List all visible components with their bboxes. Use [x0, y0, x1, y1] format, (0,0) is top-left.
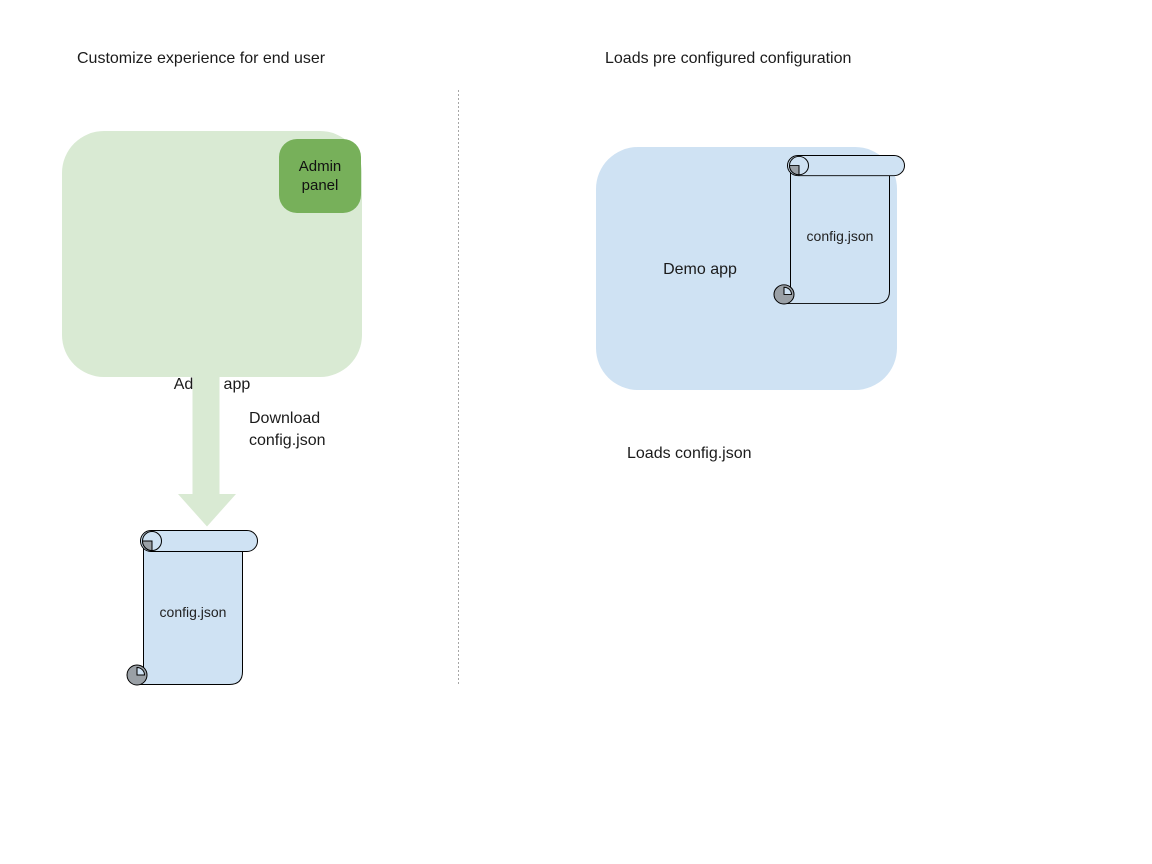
config-scroll-right	[773, 155, 905, 305]
section-divider-line	[458, 90, 459, 686]
scroll-bottom-notch	[136, 666, 146, 676]
scroll-top-bar	[140, 530, 258, 552]
demo-app-label: Demo app	[663, 261, 737, 278]
right-section-title: Loads pre configured configuration	[605, 50, 852, 67]
admin-app-box: Admin panel Admin app	[62, 131, 362, 393]
admin-panel-badge: Admin panel	[279, 139, 361, 213]
scroll-bottom-notch	[783, 286, 793, 295]
download-caption: Download config.json	[249, 410, 326, 449]
scroll-top-wedge	[788, 165, 800, 176]
scroll-top-wedge	[141, 540, 153, 552]
download-arrow	[178, 377, 236, 527]
config-scroll-left	[126, 530, 258, 686]
config-json-label-left: config.json	[159, 604, 227, 620]
left-section-title: Customize experience for end user	[77, 50, 326, 67]
admin-panel-label: Admin panel	[298, 158, 342, 194]
loads-config-caption: Loads config.json	[627, 445, 752, 462]
download-arrow-shape	[178, 377, 236, 527]
scroll-top-bar	[787, 155, 905, 177]
config-json-label-right: config.json	[806, 228, 874, 244]
